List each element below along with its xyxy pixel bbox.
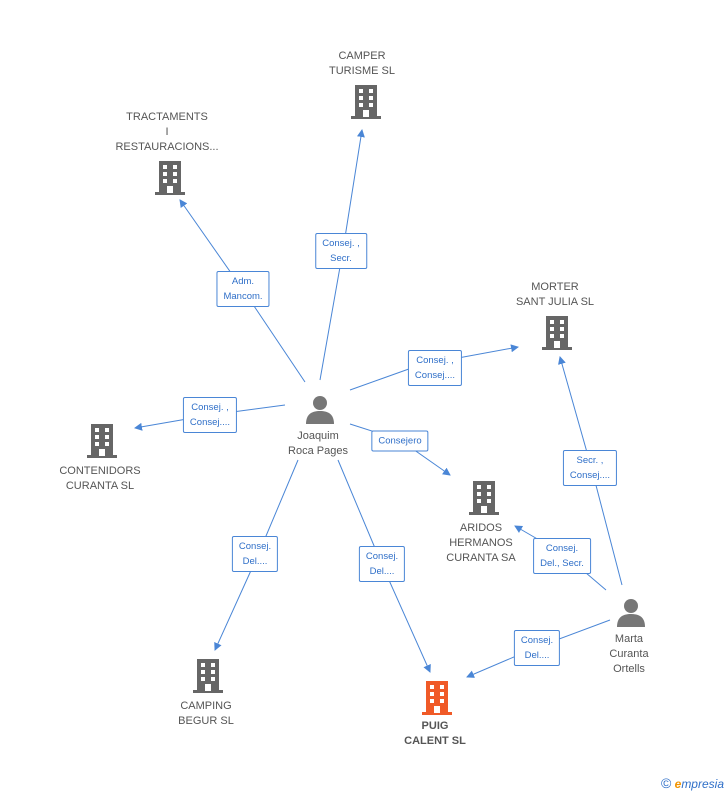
company-label-tractaments[interactable]: TRACTAMENTS I RESTAURACIONS...	[115, 111, 219, 153]
brand-logo-e: e	[674, 777, 682, 791]
building-icon-camping	[193, 659, 223, 693]
relation-label-joaquim-tractaments: Adm. Mancom.	[216, 271, 270, 307]
building-icon-contenidors	[87, 424, 117, 458]
relation-label-joaquim-aridos: Consejero	[371, 430, 429, 452]
building-icon-morter	[542, 316, 572, 350]
brand-footer: © empresia	[661, 775, 724, 791]
company-label-puig[interactable]: PUIG CALENT SL	[404, 720, 466, 747]
building-icon-aridos	[469, 481, 499, 515]
company-label-camping[interactable]: CAMPING BEGUR SL	[178, 700, 234, 727]
relation-label-marta-puig: Consej. Del....	[513, 630, 561, 666]
relation-label-joaquim-camper: Consej. , Secr.	[315, 233, 367, 269]
relation-label-joaquim-contenidors: Consej. , Consej....	[182, 397, 238, 433]
person-icon-joaquim	[306, 396, 334, 424]
relation-label-joaquim-puig: Consej. Del....	[358, 546, 406, 582]
company-label-aridos[interactable]: ARIDOS HERMANOS CURANTA SA	[446, 522, 516, 564]
building-icon-puig-focus	[422, 681, 452, 715]
building-icon-tractaments	[155, 161, 185, 195]
person-label-joaquim[interactable]: Joaquim Roca Pages	[288, 430, 348, 457]
person-icon-marta	[617, 599, 645, 627]
company-label-camper[interactable]: CAMPER TURISME SL	[328, 50, 396, 77]
copyright-icon: ©	[660, 775, 672, 791]
building-icon-camper	[351, 85, 381, 119]
person-label-marta[interactable]: Marta Curanta Ortells	[609, 633, 649, 675]
relation-label-marta-morter: Secr. , Consej....	[562, 450, 618, 486]
relation-label-marta-aridos: Consej. Del., Secr.	[533, 538, 591, 574]
company-label-morter[interactable]: MORTER SANT JULIA SL	[515, 281, 595, 308]
company-label-contenidors[interactable]: CONTENIDORS CURANTA SL	[59, 465, 141, 492]
relation-label-joaquim-morter: Consej. , Consej....	[407, 350, 463, 386]
relation-label-joaquim-camping: Consej. Del....	[231, 536, 279, 572]
brand-logo-text: mpresia	[681, 777, 724, 791]
